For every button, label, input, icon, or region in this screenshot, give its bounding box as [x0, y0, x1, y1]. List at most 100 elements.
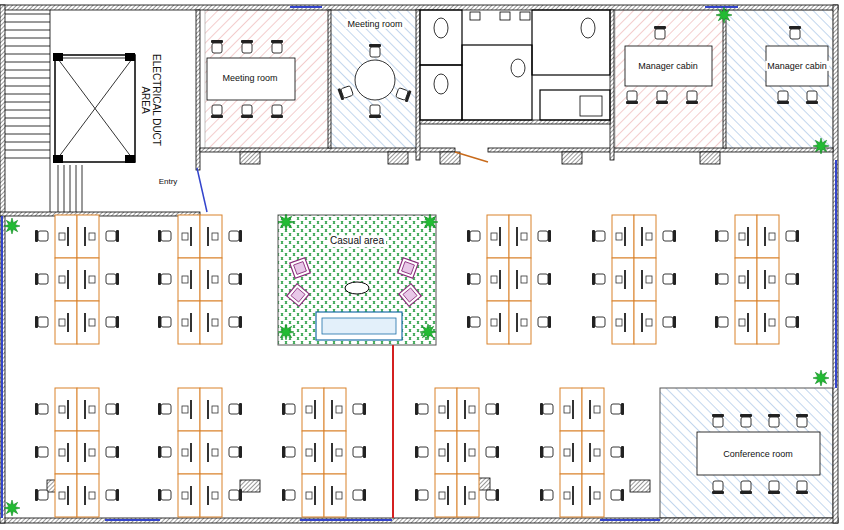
- chair: [486, 403, 499, 415]
- chair-seat: [718, 317, 728, 327]
- desk: [560, 431, 582, 474]
- column: [700, 152, 720, 164]
- plant: [278, 324, 294, 340]
- chair-back: [712, 491, 724, 494]
- chair-back: [548, 273, 551, 285]
- keyboard: [89, 276, 95, 283]
- monitor: [67, 400, 69, 419]
- desk: [582, 431, 604, 474]
- elevator-edge: [55, 58, 135, 59]
- monitor: [516, 313, 518, 332]
- chair-seat: [769, 417, 779, 427]
- chair-back: [715, 273, 718, 285]
- desk: [200, 258, 222, 301]
- keyboard: [646, 233, 652, 240]
- monitor: [331, 443, 333, 462]
- desk: [457, 474, 479, 517]
- keyboard: [564, 406, 570, 413]
- lounge-cushion: [294, 262, 307, 275]
- manager-desk: [625, 46, 712, 86]
- chair-seat: [38, 317, 48, 327]
- meeting-room: Meeting room: [330, 10, 418, 150]
- chair: [106, 489, 119, 501]
- chair: [654, 26, 666, 39]
- desk: [178, 215, 200, 258]
- stair-step: [64, 165, 65, 212]
- room-floor: [615, 10, 725, 150]
- desk: [302, 431, 324, 474]
- chair-seat: [470, 231, 480, 241]
- chair-back: [673, 273, 676, 285]
- monitor: [747, 313, 749, 332]
- chair-seat: [161, 317, 171, 327]
- desk: [178, 474, 200, 517]
- manager-cabin: Manager cabin: [615, 10, 725, 150]
- chair: [777, 91, 789, 104]
- desk: [757, 301, 779, 344]
- desk: [509, 215, 531, 258]
- chair: [229, 489, 242, 501]
- monitor: [190, 227, 192, 246]
- chair-back: [415, 489, 418, 501]
- manager-desk: [766, 46, 828, 86]
- chair: [786, 273, 799, 285]
- chair-back: [116, 273, 119, 285]
- keyboard: [59, 449, 65, 456]
- chair: [158, 273, 171, 285]
- desk: [55, 431, 77, 474]
- plants: [4, 7, 829, 516]
- chair: [592, 273, 605, 285]
- keyboard: [306, 492, 312, 499]
- chair: [715, 230, 728, 242]
- lounge-seat: [290, 258, 311, 279]
- toilet-stall: [532, 10, 610, 75]
- chair-seat: [611, 447, 621, 457]
- keyboard: [564, 449, 570, 456]
- chair: [540, 446, 553, 458]
- chair: [106, 403, 119, 415]
- chair-back: [415, 446, 418, 458]
- chair-seat: [713, 481, 723, 491]
- monitor: [747, 227, 749, 246]
- chair-seat: [741, 417, 751, 427]
- desk: [435, 388, 457, 431]
- chair-back: [116, 230, 119, 242]
- chair: [540, 403, 553, 415]
- keyboard: [182, 449, 188, 456]
- lounge-chair: [399, 284, 422, 307]
- toilet-stall: [540, 90, 610, 120]
- keyboard: [521, 233, 527, 240]
- monitor: [314, 486, 316, 505]
- chair: [353, 403, 366, 415]
- stair-step: [5, 54, 50, 55]
- staircase: [5, 10, 488, 212]
- chair-back: [239, 403, 242, 415]
- stair-step: [58, 165, 59, 212]
- monitor: [207, 486, 209, 505]
- chair-seat: [786, 317, 796, 327]
- keyboard: [594, 449, 600, 456]
- chair-back: [796, 316, 799, 328]
- chair-seat: [486, 490, 496, 500]
- chair-seat: [106, 404, 116, 414]
- desk: [457, 431, 479, 474]
- monitor: [207, 270, 209, 289]
- desk: [200, 215, 222, 258]
- chair-seat: [38, 490, 48, 500]
- keyboard: [212, 276, 218, 283]
- monitor: [84, 313, 86, 332]
- desk: [178, 388, 200, 431]
- monitor: [464, 443, 466, 462]
- chair-seat: [370, 47, 380, 57]
- chair-back: [239, 446, 242, 458]
- chair: [229, 273, 242, 285]
- chair: [715, 273, 728, 285]
- chair-back: [35, 273, 38, 285]
- wall: [0, 212, 200, 216]
- keyboard: [564, 492, 570, 499]
- chair-seat: [611, 490, 621, 500]
- chair-back: [654, 26, 666, 29]
- chair-back: [363, 403, 366, 415]
- chair-seat: [543, 490, 553, 500]
- window: [600, 519, 660, 521]
